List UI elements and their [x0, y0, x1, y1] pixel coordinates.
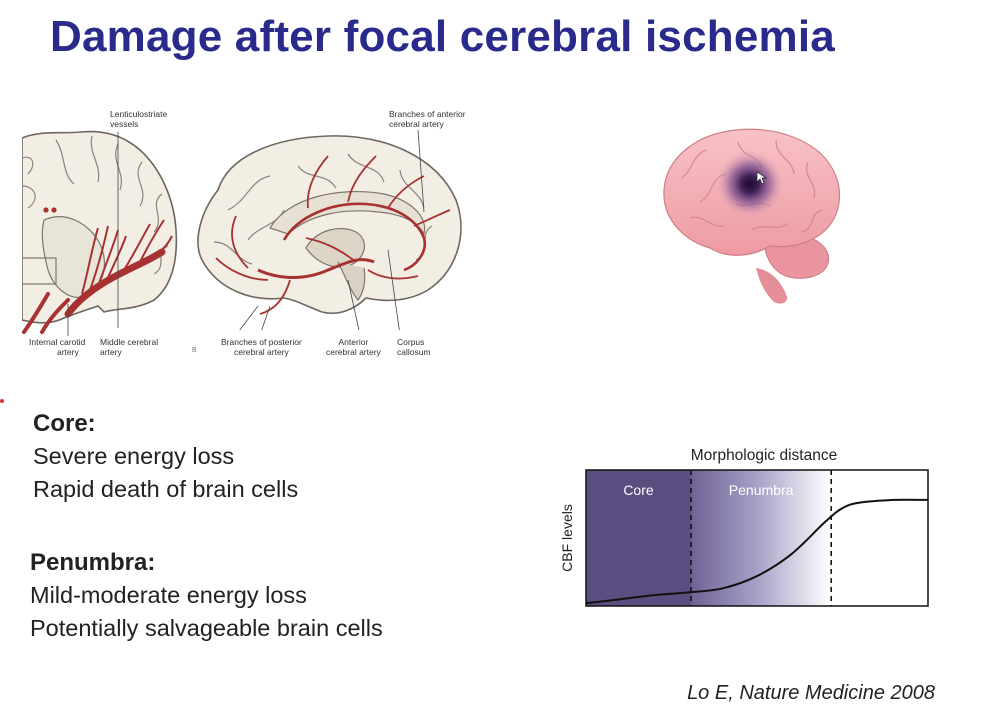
- label-line: cerebral artery: [389, 119, 444, 129]
- label-line: Branches of anterior: [389, 109, 466, 119]
- cbf-curve: [585, 498, 929, 605]
- label-line: callosum: [397, 347, 431, 357]
- core-section: Core: Severe energy loss Rapid death of …: [33, 410, 298, 506]
- sagittal-brain-illustration: [197, 130, 462, 330]
- label-line: artery: [100, 347, 122, 357]
- core-line: Severe energy loss: [33, 443, 235, 469]
- core-region: [586, 470, 691, 606]
- core-heading: Core:: [33, 410, 96, 437]
- penumbra-line: Mild-moderate energy loss: [30, 582, 307, 608]
- label-line: Middle cerebral: [100, 337, 159, 347]
- penumbra-section: Penumbra: Mild-moderate energy loss Pote…: [30, 549, 383, 645]
- label-line: Corpus: [397, 337, 425, 347]
- label-internal-carotid: Internal carotid artery: [29, 337, 85, 357]
- label-middle-cerebral: Middle cerebral artery: [100, 337, 158, 357]
- bullet-dot: [0, 399, 4, 403]
- label-line: Internal carotid: [29, 337, 86, 347]
- plot-frame: [585, 469, 929, 607]
- slide-title: Damage after focal cerebral ischemia: [50, 12, 835, 61]
- label-corpus-callosum: Corpus callosum: [397, 337, 431, 357]
- label-line: Branches of posterior: [221, 337, 302, 347]
- label-line: Anterior: [338, 337, 369, 347]
- label-line: Lenticulostriate: [110, 109, 168, 119]
- label-anterior-branches: Branches of anterior cerebral artery: [389, 109, 466, 129]
- panel-letter: B: [192, 347, 197, 354]
- penumbra-region-label: Penumbra: [729, 482, 794, 498]
- label-anterior-cerebral: Anterior cerebral artery: [326, 337, 381, 357]
- chart-title: Morphologic distance: [691, 447, 837, 464]
- penumbra-heading: Penumbra:: [30, 549, 156, 576]
- coronal-brain-illustration: [22, 130, 178, 336]
- label-line: vessels: [110, 119, 139, 129]
- label-line: artery: [57, 347, 79, 357]
- core-region-label: Core: [623, 482, 654, 498]
- label-line: cerebral artery: [233, 347, 289, 357]
- ischemic-brain-illustration: [663, 128, 841, 304]
- cbf-chart: Morphologic distance CBF levels Core Pen…: [559, 447, 929, 607]
- chart-ylabel: CBF levels: [559, 504, 575, 572]
- core-line: Rapid death of brain cells: [33, 476, 299, 502]
- penumbra-line: Potentially salvageable brain cells: [30, 615, 383, 641]
- label-line: cerebral artery: [326, 347, 381, 357]
- label-lenticulostriate: Lenticulostriate vessels: [110, 109, 167, 129]
- label-posterior-branches: Branches of posterior cerebral artery: [221, 337, 302, 357]
- citation: Lo E, Nature Medicine 2008: [687, 682, 935, 704]
